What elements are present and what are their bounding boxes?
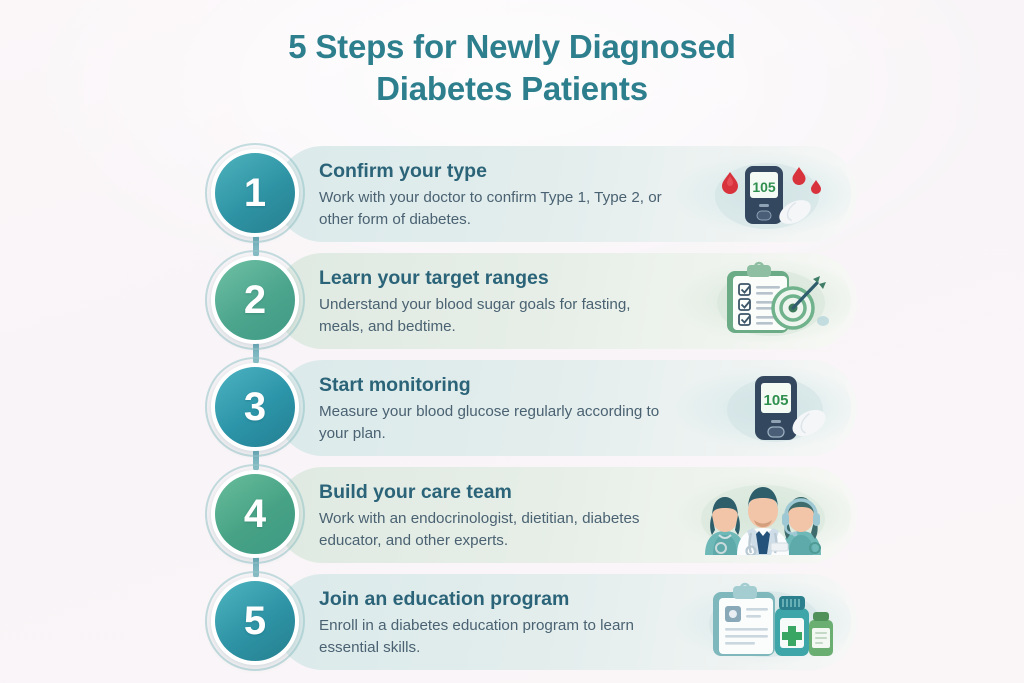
clipboard-checklist-target-icon: [683, 261, 843, 341]
glucose-meter-blood-drops-icon: 105: [683, 154, 843, 234]
step-number-1: 1: [243, 171, 267, 215]
step-text-2: Learn your target ranges Understand your…: [319, 267, 679, 338]
step-card-5[interactable]: Join an education program Enroll in a di…: [275, 574, 857, 670]
badge-circle-4: 4: [211, 470, 299, 558]
step-text-5: Join an education program Enroll in a di…: [319, 588, 679, 659]
step-card-1[interactable]: Confirm your type Work with your doctor …: [275, 146, 857, 242]
step-number-4: 4: [243, 492, 267, 536]
step-text-4: Build your care team Work with an endocr…: [319, 481, 679, 552]
glucose-meter-pill-icon: 105: [683, 368, 843, 448]
step-text-1: Confirm your type Work with your doctor …: [319, 160, 679, 231]
step-number-badge-1: 1: [205, 143, 305, 243]
step-heading-1: Confirm your type: [319, 160, 487, 182]
badge-circle-1: 1: [211, 149, 299, 237]
step-card-4[interactable]: Build your care team Work with an endocr…: [275, 467, 857, 563]
step-number-5: 5: [243, 599, 267, 643]
medical-team-icon: [683, 475, 843, 555]
step-body-1: Work with your doctor to confirm Type 1,…: [319, 189, 662, 228]
step-item-4: Build your care team Work with an endocr…: [205, 464, 857, 578]
step-text-3: Start monitoring Measure your blood gluc…: [319, 374, 679, 445]
badge-circle-5: 5: [211, 577, 299, 665]
step-number-2: 2: [243, 278, 267, 322]
step-body-3: Measure your blood glucose regularly acc…: [319, 403, 660, 442]
step-body-5: Enroll in a diabetes education program t…: [319, 617, 634, 656]
step-body-2: Understand your blood sugar goals for fa…: [319, 296, 631, 335]
title-line-1: 5 Steps for Newly Diagnosed: [288, 28, 736, 65]
meter-reading-3: 105: [763, 392, 788, 409]
step-heading-2: Learn your target ranges: [319, 267, 549, 289]
step-number-badge-4: 4: [205, 464, 305, 564]
badge-circle-2: 2: [211, 256, 299, 344]
step-item-1: Confirm your type Work with your doctor …: [205, 143, 857, 257]
step-heading-3: Start monitoring: [319, 374, 471, 396]
step-item-2: Learn your target ranges Understand your…: [205, 250, 857, 364]
step-number-badge-2: 2: [205, 250, 305, 350]
step-heading-4: Build your care team: [319, 481, 512, 503]
step-number-badge-5: 5: [205, 571, 305, 671]
badge-circle-3: 3: [211, 363, 299, 451]
step-card-3[interactable]: Start monitoring Measure your blood gluc…: [275, 360, 857, 456]
title-line-2: Diabetes Patients: [376, 69, 648, 107]
step-number-3: 3: [243, 385, 267, 429]
steps-list: Confirm your type Work with your doctor …: [205, 143, 857, 678]
clipboard-medicine-bottles-icon: [683, 582, 843, 662]
step-heading-5: Join an education program: [319, 588, 570, 610]
page-title: 5 Steps for Newly Diagnosed Diabetes Pat…: [0, 26, 1024, 109]
step-item-5: Join an education program Enroll in a di…: [205, 571, 857, 678]
meter-reading-1: 105: [752, 179, 776, 195]
step-number-badge-3: 3: [205, 357, 305, 457]
step-item-3: Start monitoring Measure your blood gluc…: [205, 357, 857, 471]
step-card-2[interactable]: Learn your target ranges Understand your…: [275, 253, 857, 349]
step-body-4: Work with an endocrinologist, dietitian,…: [319, 510, 640, 549]
